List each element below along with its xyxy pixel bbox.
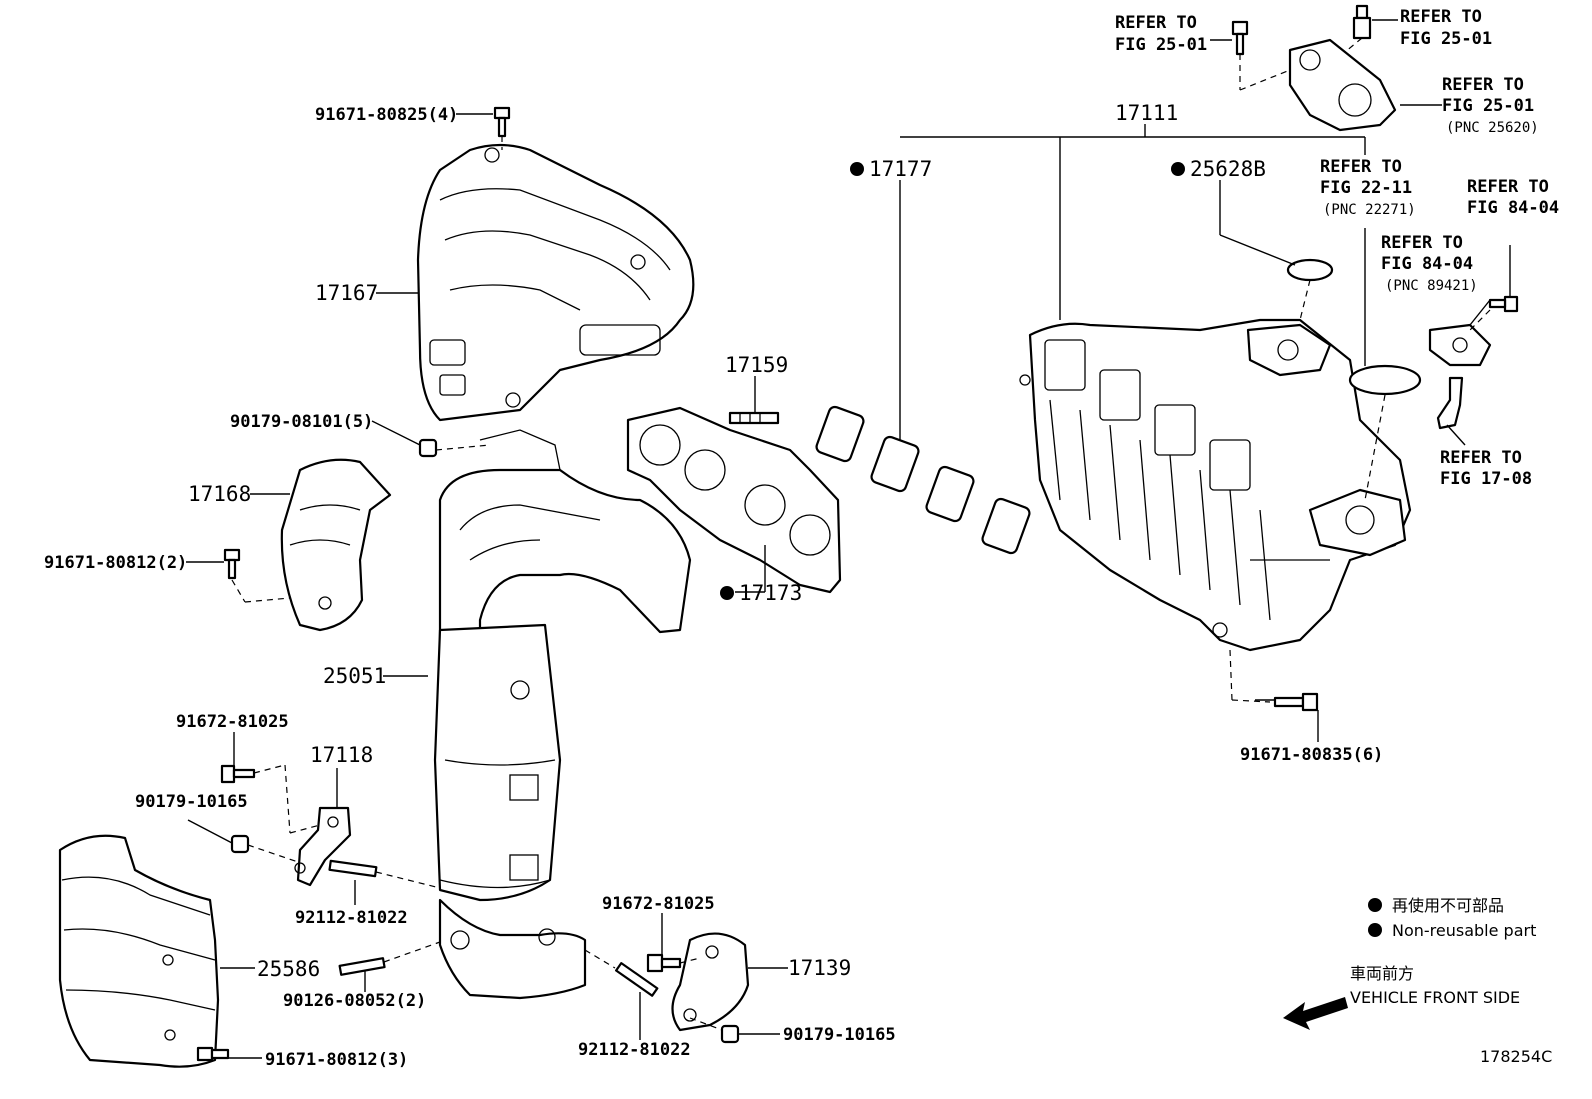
figure-id: 178254C (1480, 1047, 1552, 1066)
heat-insulator-25586 (58, 834, 220, 1068)
bolt-91672-81025-a (220, 764, 256, 784)
label-91671-80825: 91671-80825(4) (315, 105, 458, 125)
refer-22-11: REFER TO FIG 22-11 (PNC 22271) (1320, 157, 1416, 218)
gasket-22271 (1348, 364, 1422, 396)
vehicle-front-indicator: 車両前方 VEHICLE FRONT SIDE (1283, 964, 1520, 1030)
label-17111: 17111 (1115, 101, 1178, 125)
refer-25-01-a-line1: REFER TO (1115, 13, 1197, 33)
label-91671-80812-3: 91671-80812(3) (265, 1050, 408, 1070)
legend-bullet-en (1368, 923, 1382, 937)
label-91671-80835: 91671-80835(6) (1240, 745, 1383, 765)
heat-insulator-17167 (416, 143, 695, 422)
refer-25-01-a: REFER TO FIG 25-01 (1115, 13, 1207, 55)
refer-25-01-c: REFER TO FIG 25-01 (PNC 25620) (1442, 75, 1539, 136)
label-17167: 17167 (315, 281, 378, 305)
heat-insulator-17168 (280, 458, 392, 632)
bolt-refer-25-01-a (1231, 20, 1249, 56)
label-25628b: 25628B (1190, 157, 1266, 181)
bolt-91672-81025-b (646, 953, 682, 973)
stud-90126-08052 (338, 957, 386, 976)
hose-17-08 (1436, 376, 1464, 430)
refer-22-11-line1: REFER TO (1320, 157, 1402, 177)
bolt-91671-80825 (493, 106, 511, 138)
refer-22-11-pnc: (PNC 22271) (1323, 202, 1416, 218)
label-90179-10165-a: 90179-10165 (135, 792, 248, 812)
refer-25-01-b: REFER TO FIG 25-01 (1400, 7, 1492, 49)
nonreusable-marker-25628b (1171, 162, 1185, 176)
refer-25-01-b-line1: REFER TO (1400, 7, 1482, 27)
direction-jp-text: 車両前方 (1350, 964, 1414, 983)
direction-en-text: VEHICLE FRONT SIDE (1350, 988, 1520, 1007)
refer-25-01-b-line2: FIG 25-01 (1400, 29, 1492, 49)
gasket-25628b (1286, 258, 1334, 282)
bracket-17118 (294, 806, 352, 887)
legend-en-text: Non-reusable part (1392, 921, 1536, 940)
label-91672-81025-b: 91672-81025 (602, 894, 715, 914)
refer-84-04-b-pnc: (PNC 89421) (1385, 278, 1478, 294)
nut-90179-10165-b (720, 1024, 740, 1044)
refer-25-01-c-pnc: (PNC 25620) (1446, 120, 1539, 136)
label-17168: 17168 (188, 482, 251, 506)
front-arrow-icon (1283, 997, 1348, 1030)
label-92112-81022-b: 92112-81022 (578, 1040, 691, 1060)
throttle-body (1288, 38, 1397, 132)
label-17139: 17139 (788, 956, 851, 980)
label-90179-10165-b: 90179-10165 (783, 1025, 896, 1045)
label-17173: 17173 (739, 581, 802, 605)
label-17159: 17159 (725, 353, 788, 377)
nonreusable-marker-17177 (850, 162, 864, 176)
intake-gaskets-17177 (815, 405, 1031, 555)
stud-92112-81022-a (328, 859, 378, 878)
label-25051: 25051 (323, 664, 386, 688)
label-90126-08052: 90126-08052(2) (283, 991, 426, 1011)
assembly-lines (231, 37, 1491, 1031)
refer-84-04-b-line1: REFER TO (1381, 233, 1463, 253)
refer-84-04-b: REFER TO FIG 84-04 (PNC 89421) (1381, 233, 1478, 294)
intake-manifold-17111 (1019, 318, 1412, 652)
label-92112-81022-a: 92112-81022 (295, 908, 408, 928)
refer-17-08-line1: REFER TO (1440, 448, 1522, 468)
refer-17-08-line2: FIG 17-08 (1440, 469, 1532, 489)
label-17177: 17177 (869, 157, 932, 181)
legend-bullet-jp (1368, 898, 1382, 912)
refer-25-01-c-line2: FIG 25-01 (1442, 96, 1534, 116)
leader-lines (186, 19, 1511, 1059)
nonreusable-marker-17173 (720, 586, 734, 600)
bolt-refer-84-04 (1488, 295, 1519, 313)
label-17118: 17118 (310, 743, 373, 767)
stud-17159 (728, 411, 780, 425)
bolt-91671-80835 (1273, 692, 1319, 712)
label-91672-81025-a: 91672-81025 (176, 712, 289, 732)
exhaust-gasket-17173 (626, 406, 842, 594)
nut-90179-08101 (418, 438, 438, 458)
stud-92112-81022-b (615, 962, 659, 997)
bolt-refer-25-01-b (1352, 4, 1372, 40)
label-90179-08101: 90179-08101(5) (230, 412, 373, 432)
exhaust-manifold-25051 (433, 429, 692, 1000)
refer-22-11-line2: FIG 22-11 (1320, 178, 1412, 198)
refer-84-04-a-line2: FIG 84-04 (1467, 198, 1559, 218)
refer-84-04-a-line1: REFER TO (1467, 177, 1549, 197)
nut-90179-10165-a (230, 834, 250, 854)
label-91671-80812-2: 91671-80812(2) (44, 553, 187, 573)
refer-84-04-b-line2: FIG 84-04 (1381, 254, 1473, 274)
bracket-17139 (671, 932, 750, 1032)
refer-25-01-a-line2: FIG 25-01 (1115, 35, 1207, 55)
legend: 再使用不可部品 Non-reusable part (1368, 896, 1536, 940)
bolt-91671-80812-b (196, 1046, 230, 1062)
refer-84-04-a: REFER TO FIG 84-04 (1467, 177, 1559, 218)
bolt-91671-80812-a (223, 548, 241, 580)
sensor-89421 (1428, 323, 1492, 367)
legend-jp-text: 再使用不可部品 (1392, 896, 1504, 915)
refer-25-01-c-line1: REFER TO (1442, 75, 1524, 95)
refer-17-08: REFER TO FIG 17-08 (1440, 448, 1532, 489)
label-25586: 25586 (257, 957, 320, 981)
